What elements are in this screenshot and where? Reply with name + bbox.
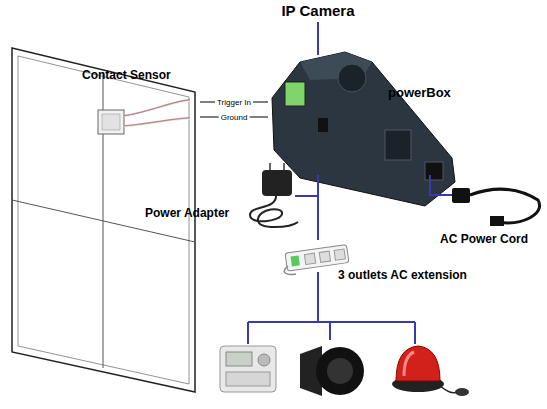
signal-label: Trigger In [215,98,253,107]
connector-line [430,175,452,195]
powerbox-speaker [338,64,366,92]
adapter-body [262,170,292,196]
siren-center [327,358,353,384]
powerbox-port [318,118,328,132]
beacon-dome [396,346,440,381]
connector-line [317,22,319,55]
node-label: IP Camera [268,2,368,19]
node-label: 3 outlets AC extension [338,268,467,282]
sensor-face [102,114,120,130]
adapter-cable [250,196,298,227]
beacon-switch [455,388,469,396]
radio-display [226,352,252,366]
siren-horn [316,347,364,395]
sensor-wire [124,100,190,116]
cord-cable [470,189,540,223]
node-label: Contact Sensor [82,68,171,82]
extension-socket [319,251,330,262]
powerbox-node: powerBox [268,55,440,175]
radio-knob [258,354,270,366]
sensor-node: Contact Sensor [80,66,200,138]
extension-socket [304,253,315,264]
window-inner-frame [18,56,189,384]
cord-plug [452,188,470,203]
extension-strip [285,245,349,271]
powerbox-outlet [385,130,411,160]
beacon-highlight [404,352,414,376]
powerbox-body [272,52,455,206]
powerbox-ac-inlet [425,162,443,180]
extension-socket [334,249,345,260]
adapter-prong [269,163,271,170]
cord-node: AC Power Cord [440,180,546,248]
sensor-wire-highlight [124,119,190,127]
powerbox-lcd [285,82,305,106]
extension-switch [291,255,300,266]
node-label: Power Adapter [145,206,229,220]
extension-cable [284,266,296,275]
adapter-prong [283,163,285,170]
sensor-wire-highlight [124,101,190,117]
adapter-node: Power Adapter [145,165,295,225]
camera-label-node: IP Camera [268,2,368,22]
node-label: AC Power Cord [440,232,528,246]
connector-line [295,175,318,196]
signal-label: Ground [219,113,250,122]
node-label: powerBox [388,85,451,100]
radio-speaker [226,372,270,386]
window-frame [12,48,195,392]
sensor-wire [124,118,190,126]
distribution-wire [248,272,415,344]
sensor-body [98,110,124,134]
radio-body [220,346,276,392]
cord-plug-end [490,216,504,226]
extension-node: 3 outlets AC extension [270,240,492,290]
connector-line [317,175,319,240]
